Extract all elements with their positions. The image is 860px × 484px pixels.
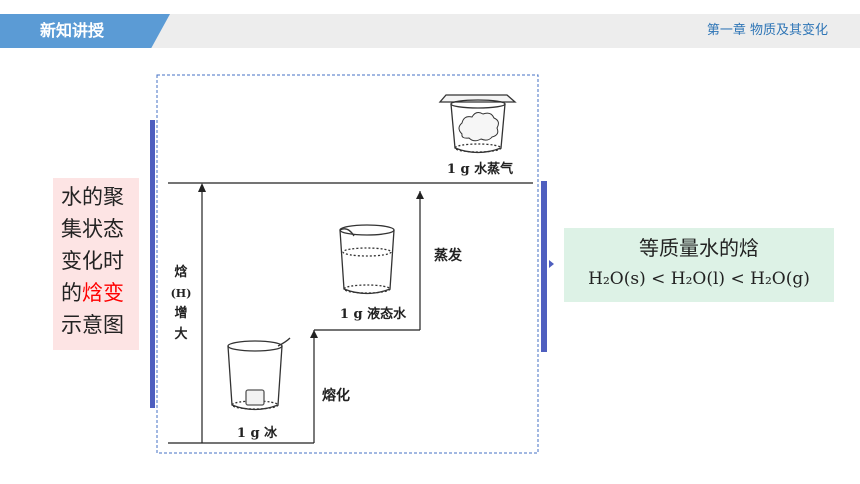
axis-label-4: 大 (174, 326, 187, 342)
vapor-label: 1 g 水蒸气 (447, 161, 513, 177)
enthalpy-comparison-box: 等质量水的焓 H₂O(s) < H₂O(l) < H₂O(g) (564, 228, 834, 302)
left-accent-bar (150, 120, 155, 408)
caption-line-4: 的焓变 (61, 277, 139, 309)
ice-label: 1 g 冰 (237, 425, 278, 441)
vapor-beaker-icon (438, 94, 517, 154)
caption-line-3: 变化时 (61, 249, 124, 273)
diagram-frame (156, 74, 539, 454)
melting-arrowhead (310, 330, 318, 338)
comparison-title: 等质量水的焓 (639, 236, 759, 260)
steam-cloud-icon (458, 112, 499, 142)
liquid-beaker-icon (339, 224, 395, 295)
formula-liquid: H₂O(l) (670, 269, 726, 289)
evaporation-arrowhead (416, 191, 424, 199)
diagram-caption: 水的聚 集状态 变化时 的焓变 示意图 (53, 178, 139, 350)
caption-line-4-prefix: 的 (61, 281, 82, 305)
liquid-label: 1 g 液态水 (340, 306, 407, 322)
right-accent-bar (541, 181, 547, 352)
formula-lt-1: < (651, 269, 666, 289)
caption-highlight: 焓变 (82, 281, 124, 305)
caption-line-5: 示意图 (61, 313, 124, 337)
pointer-arrow-icon (549, 260, 554, 268)
evaporation-label: 蒸发 (434, 247, 463, 264)
comparison-formula: H₂O(s) < H₂O(l) < H₂O(g) (564, 266, 834, 292)
chapter-title: 第一章 物质及其变化 (706, 23, 828, 38)
axis-arrowhead (198, 183, 206, 192)
ice-cube-icon (245, 389, 265, 406)
formula-gas: H₂O(g) (750, 269, 810, 289)
axis-label-2: (H) (171, 287, 192, 300)
melting-label: 熔化 (322, 387, 350, 404)
caption-line-1: 水的聚 (61, 185, 124, 209)
section-tab (0, 14, 170, 48)
caption-line-2: 集状态 (61, 217, 124, 241)
axis-label-3: 增 (174, 305, 187, 321)
ice-beaker-icon (227, 337, 291, 411)
formula-solid: H₂O(s) (588, 269, 646, 289)
axis-label-1: 焓 (174, 264, 187, 280)
formula-lt-2: < (730, 269, 745, 289)
section-tab-label: 新知讲授 (40, 21, 105, 40)
